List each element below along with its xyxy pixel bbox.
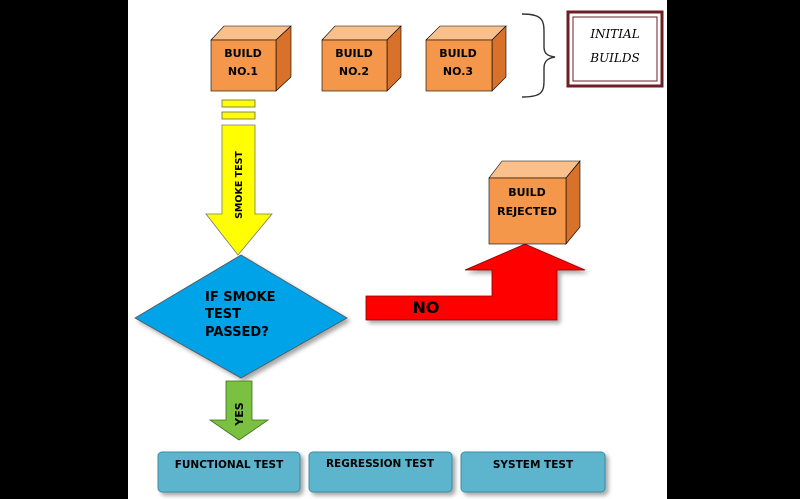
build-cube-2-line2: NO.2 xyxy=(339,65,369,78)
regression-test-box: REGRESSION TEST xyxy=(308,451,453,493)
build-rejected-line1: BUILD xyxy=(508,186,546,199)
decision-diamond: IF SMOKE TEST PASSED? xyxy=(134,254,348,379)
build-cube-1-line1: BUILD xyxy=(224,47,262,60)
build-cube-1: BUILD NO.1 xyxy=(210,25,292,92)
system-test-label: SYSTEM TEST xyxy=(493,459,574,471)
build-cube-2: BUILD NO.2 xyxy=(321,25,402,92)
smoke-test-arrow: SMOKE TEST xyxy=(205,99,273,256)
build-cube-3-line2: NO.3 xyxy=(443,65,473,78)
decision-line1: IF SMOKE xyxy=(205,290,276,305)
functional-test-box: FUNCTIONAL TEST xyxy=(157,451,301,493)
regression-test-label: REGRESSION TEST xyxy=(326,458,435,470)
yes-label: YES xyxy=(233,402,246,426)
curly-brace xyxy=(521,13,556,98)
build-cube-3-line1: BUILD xyxy=(439,47,477,60)
build-rejected-cube: BUILD REJECTED xyxy=(488,160,581,245)
yes-arrow: YES xyxy=(208,380,270,441)
build-cube-2-line1: BUILD xyxy=(335,47,373,60)
build-cube-1-line2: NO.1 xyxy=(228,65,258,78)
build-cube-3: BUILD NO.3 xyxy=(425,25,507,92)
initial-builds-line1: INITIAL xyxy=(589,27,639,41)
initial-builds-box: INITIAL BUILDS xyxy=(566,10,664,88)
functional-test-label: FUNCTIONAL TEST xyxy=(175,459,284,471)
initial-builds-line2: BUILDS xyxy=(589,51,639,65)
no-arrow: NO xyxy=(365,243,586,321)
smoke-test-label: SMOKE TEST xyxy=(234,151,245,219)
no-label: NO xyxy=(413,298,440,317)
decision-line3: PASSED? xyxy=(205,325,269,340)
decision-line2: TEST xyxy=(205,307,241,322)
system-test-box: SYSTEM TEST xyxy=(460,451,606,493)
build-rejected-line2: REJECTED xyxy=(497,205,557,218)
